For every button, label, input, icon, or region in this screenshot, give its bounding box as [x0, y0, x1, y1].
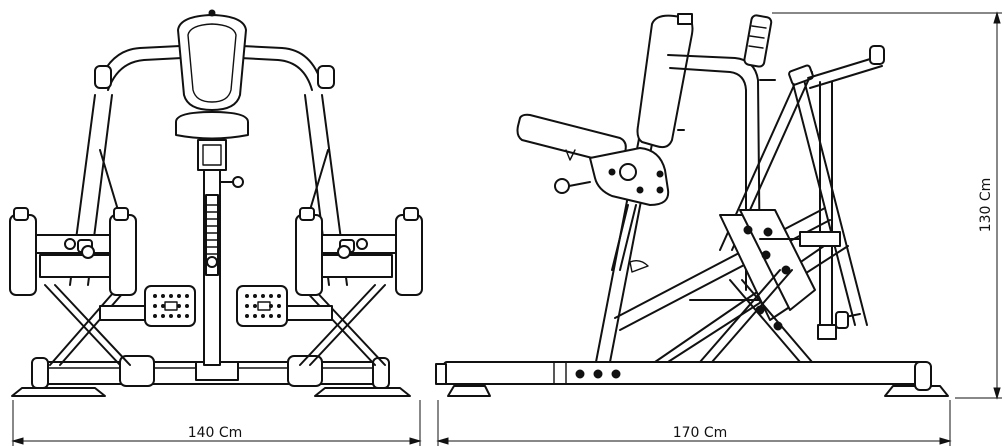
front-right-foot: [314, 387, 411, 397]
side-back-pad: [636, 14, 694, 149]
front-seat: [175, 111, 249, 140]
side-top-grip: [743, 14, 773, 68]
front-left-grip: [94, 65, 112, 89]
front-back-pad: [177, 14, 247, 111]
side-view: [435, 13, 949, 397]
front-view: [9, 9, 423, 397]
front-left-inner-handle: [109, 214, 137, 296]
dim-height-side: 130 Cm: [772, 11, 1002, 400]
front-left-outer-handle: [9, 214, 37, 296]
front-right-inner-handle: [295, 214, 323, 296]
side-base-rail: [443, 361, 923, 385]
dim-depth-side: 170 Cm: [436, 400, 952, 446]
height-side-label: 130 Cm: [978, 178, 994, 233]
front-right-grip: [317, 65, 335, 89]
front-right-outer-handle: [395, 214, 423, 296]
front-left-foot: [11, 387, 106, 397]
dim-width-front: 140 Cm: [11, 400, 422, 446]
side-seat-knob: [554, 178, 570, 194]
depth-side-label: 170 Cm: [673, 425, 728, 441]
width-front-label: 140 Cm: [188, 425, 243, 441]
front-pop-pin-knob: [232, 176, 244, 188]
